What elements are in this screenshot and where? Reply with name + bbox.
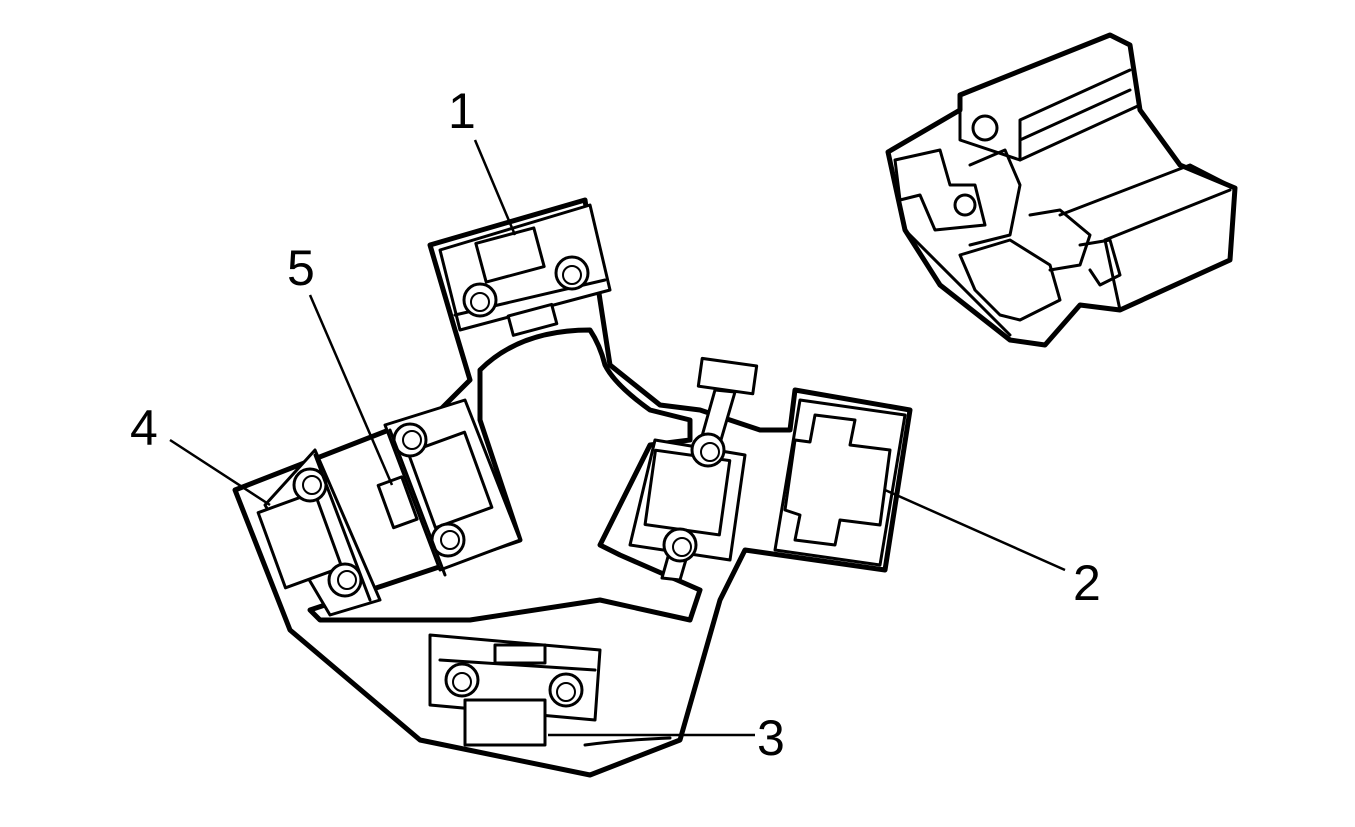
relay-bottom-terminal-block <box>463 698 547 747</box>
detail-top-box-edge <box>1018 68 1132 162</box>
relay-left-inner <box>376 398 522 577</box>
relay-bottom-tab <box>493 643 547 665</box>
relay-left-outer-pin-top-inner <box>302 475 322 495</box>
detail-pin-top <box>971 114 999 142</box>
relay-left-outer-terminal-block <box>256 490 344 590</box>
bracket-tail-hook <box>583 736 672 747</box>
relay-bottom-rail <box>438 658 597 672</box>
relay-left-inner-terminal-block <box>406 430 494 530</box>
connector-block-plug <box>783 413 892 547</box>
detail-housing-outline <box>885 32 1238 348</box>
relay-top-terminal-block <box>474 226 546 284</box>
detail-right-box-side <box>1103 238 1122 312</box>
bracket-assembly <box>232 197 913 778</box>
relay-left-inner-pin-bottom-inner <box>440 530 460 550</box>
detail-right-box-edge <box>1103 188 1232 242</box>
detail-mid-notch <box>1028 208 1092 272</box>
detail-bottom-terminals <box>958 238 1062 322</box>
leader-line-1 <box>473 139 517 236</box>
relay-right <box>628 356 759 582</box>
callout-labels: 1 2 3 4 5 <box>130 83 1101 766</box>
relay-top-tab <box>506 302 559 337</box>
relay-bottom-pin-left-inner <box>452 672 472 692</box>
detail-top-box-front <box>958 93 1142 162</box>
leader-line-4 <box>169 438 271 507</box>
detail-top-box-line <box>1018 88 1132 142</box>
relay-right-pin-bottom-inner <box>672 537 692 557</box>
callout-3: 3 <box>757 710 785 766</box>
relay-bottom-pin-right-inner <box>556 682 576 702</box>
relay-left-outer-pin-bottom-inner <box>337 570 357 590</box>
relay-left-inner-pin-top-inner <box>402 430 422 450</box>
bracket-inner-cutout <box>307 327 703 623</box>
callout-5: 5 <box>287 240 315 296</box>
callout-1: 1 <box>448 83 476 139</box>
detail-left-terminals <box>893 148 987 232</box>
detail-center-channel <box>968 148 1022 247</box>
detail-right-box-front <box>1058 163 1237 217</box>
relay-top <box>438 203 612 337</box>
detail-pin-mid <box>953 193 977 217</box>
detail-bottom-edge <box>903 228 1012 337</box>
leader-line-2 <box>884 488 1066 572</box>
detail-right-clip <box>1078 238 1122 287</box>
relay-bottom <box>428 633 672 747</box>
connector-block <box>773 398 907 567</box>
relay-top-pin-right-inner <box>562 265 582 285</box>
relay-top-pin-left-inner <box>470 292 490 312</box>
relay-left-outer-rail <box>313 453 372 602</box>
relay-left-outer <box>256 448 382 617</box>
leader-line-5 <box>308 294 394 486</box>
callout-2: 2 <box>1073 555 1101 611</box>
relay-right-cap <box>696 356 759 396</box>
relay-left-inner-rail <box>388 428 447 577</box>
relay-right-pin-top-inner <box>700 442 720 462</box>
leader-lines <box>169 139 1066 737</box>
callout-4: 4 <box>130 400 158 456</box>
detail-view <box>885 32 1238 348</box>
